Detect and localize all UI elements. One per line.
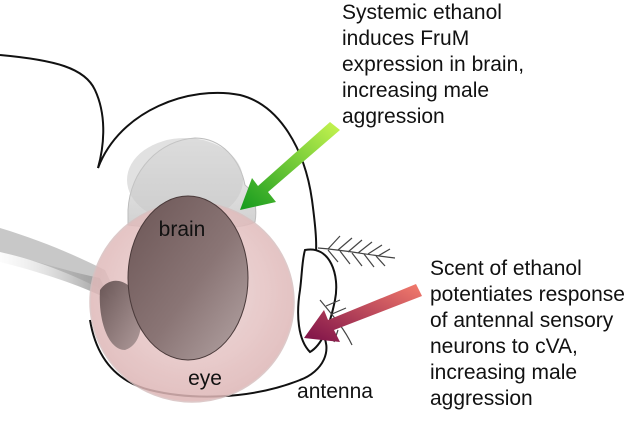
annotation-line: of antennal sensory [430,309,614,332]
annotation-line: neurons to cVA, [430,335,578,358]
eye-label: eye [188,367,222,390]
neck-connective [0,232,110,300]
annotation-line: increasing male [430,361,578,384]
annotation-line: potentiates response [430,283,625,306]
annotation-line: Systemic ethanol [342,1,502,24]
systemic-ethanol-annotation: Systemic ethanol induces FruM expression… [342,0,524,130]
annotation-line: aggression [342,105,445,128]
ethanol-systemic-arrow [240,122,340,210]
brain-mass [127,195,249,361]
antenna-label: antenna [297,380,373,403]
thorax-outline [0,54,105,169]
annotation-line: expression in brain, [342,53,525,76]
brain-label: brain [159,218,206,241]
annotation-line: aggression [430,387,533,410]
annotation-line: Scent of ethanol [430,257,582,280]
ethanol-scent-arrow [304,284,422,342]
brain-upper-shadow [127,138,243,222]
scent-ethanol-annotation: Scent of ethanol potentiates response of… [430,256,625,412]
neck-connective-2 [0,228,118,298]
annotation-line: induces FruM [342,27,470,50]
annotation-line: increasing male [342,79,490,102]
